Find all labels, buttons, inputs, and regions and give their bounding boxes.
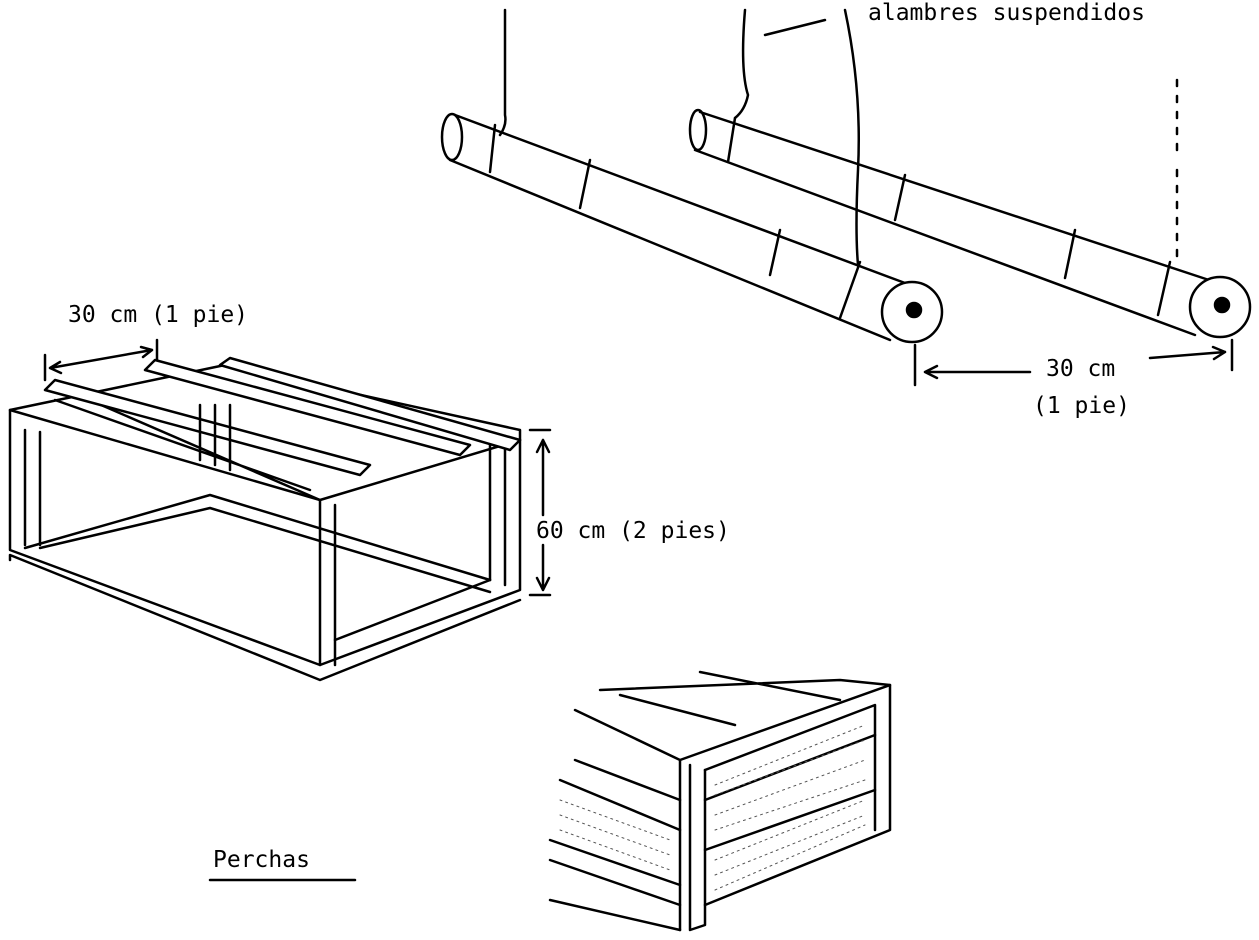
perch-spacing-dimension — [913, 338, 1234, 387]
perch-spacing-label-imperial: (1 pie) — [1033, 393, 1130, 419]
perch-spacing-label: 30 cm — [1046, 356, 1116, 382]
suspended-perch-2 — [688, 8, 1252, 339]
wire — [498, 8, 507, 137]
caption: Perchas — [213, 847, 310, 873]
frame-width-label: 30 cm (1 pie) — [68, 302, 249, 328]
frame-dimensions — [43, 338, 552, 597]
mesh-perch-box — [548, 670, 892, 932]
frame-height-label: 60 cm (2 pies) — [536, 518, 730, 544]
suspended-perch-1 — [440, 8, 944, 344]
perch-stand-frame — [8, 356, 522, 682]
wires-label: alambres suspendidos — [868, 0, 1145, 26]
